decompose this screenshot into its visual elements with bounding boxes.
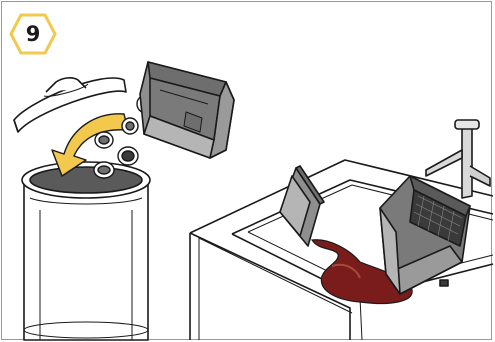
step-badge: 9 bbox=[9, 12, 57, 56]
waste-bin-icon bbox=[22, 162, 150, 340]
step-number: 9 bbox=[9, 12, 57, 56]
coffee-grounds-container-icon bbox=[140, 62, 234, 158]
